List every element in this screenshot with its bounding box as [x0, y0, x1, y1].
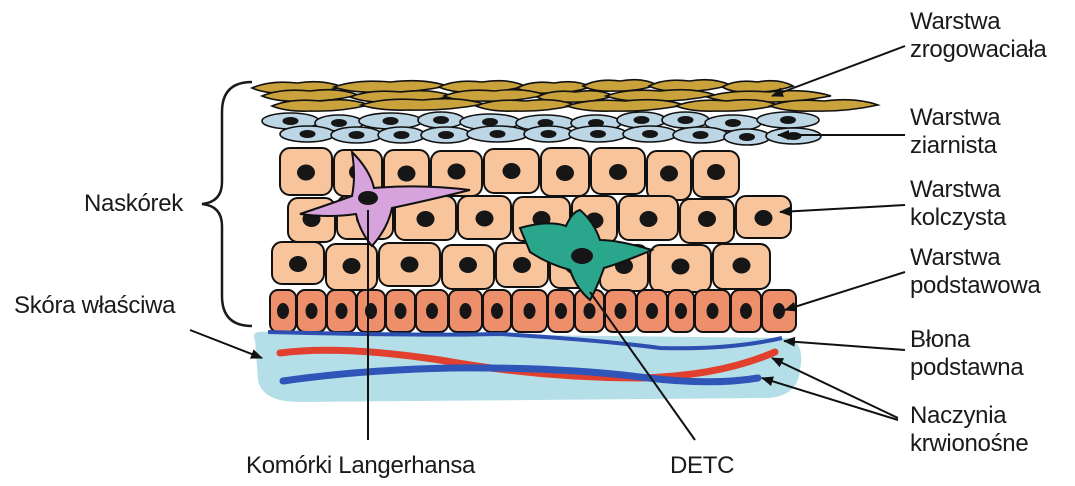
label-langerhans-cells: Komórki Langerhansa	[246, 452, 475, 480]
cell-nucleus	[634, 116, 650, 124]
cell-nucleus	[555, 303, 567, 319]
cell-nucleus	[646, 303, 658, 319]
label-epidermis: Naskórek	[84, 190, 183, 218]
label-blood-vessels: Naczynia krwionośne	[910, 402, 1028, 458]
cell-nucleus	[365, 303, 377, 319]
label-stratum-corneum: Warstwa zrogowaciała	[910, 8, 1046, 64]
cell-nucleus	[541, 130, 557, 138]
cell-nucleus	[306, 303, 318, 319]
cell-nucleus	[336, 303, 348, 319]
corneum-scale	[770, 100, 878, 111]
label-line: podstawna	[910, 354, 1023, 382]
cell-nucleus	[277, 303, 289, 319]
label-line: Warstwa	[910, 104, 1000, 132]
arrow-spinosum	[780, 205, 905, 212]
arrow-basale	[785, 272, 905, 310]
label-line: podstawowa	[910, 272, 1040, 300]
cell-nucleus	[482, 118, 498, 126]
cell-nucleus	[401, 257, 419, 273]
arrow-corneum	[772, 46, 905, 96]
cell-nucleus	[343, 258, 361, 274]
epidermis-brace	[202, 82, 252, 326]
cell-nucleus	[297, 165, 315, 181]
label-dermis: Skóra właściwa	[14, 292, 175, 320]
corneum-scale	[676, 100, 778, 111]
cell-nucleus	[289, 256, 307, 272]
cell-nucleus	[398, 166, 416, 182]
cell-nucleus	[707, 164, 725, 180]
arrow-dermis	[190, 330, 262, 358]
cell-nucleus	[300, 130, 316, 138]
cell-nucleus	[460, 303, 472, 319]
stratum-spinosum-layer	[272, 148, 791, 292]
cell-nucleus	[642, 130, 658, 138]
cell-nucleus	[490, 130, 506, 138]
stratum-granulosum-layer	[262, 112, 821, 145]
cell-nucleus	[740, 303, 752, 319]
cell-nucleus	[675, 303, 687, 319]
arrow-membrane	[784, 341, 905, 350]
corneum-scale	[476, 100, 575, 111]
cell-nucleus	[448, 164, 466, 180]
stratum-corneum-layer	[252, 80, 878, 111]
cell-nucleus	[739, 133, 755, 141]
label-stratum-basale: Warstwa podstawowa	[910, 244, 1040, 300]
cell-nucleus	[733, 258, 751, 274]
label-line: ziarnista	[910, 132, 1000, 160]
cell-nucleus	[615, 303, 627, 319]
cell-nucleus	[609, 164, 627, 180]
label-line: Warstwa	[910, 8, 1046, 36]
corneum-scale	[272, 100, 369, 111]
label-stratum-granulosum: Warstwa ziarnista	[910, 104, 1000, 160]
cell-nucleus	[640, 211, 658, 227]
cell-nucleus	[383, 117, 399, 125]
cell-nucleus	[433, 116, 449, 124]
cell-nucleus	[660, 166, 678, 182]
label-stratum-spinosum: Warstwa kolczysta	[910, 176, 1006, 232]
label-line: Warstwa	[910, 176, 1006, 204]
cell-nucleus	[755, 210, 773, 226]
cell-nucleus	[524, 303, 536, 319]
cell-nucleus	[394, 131, 410, 139]
cell-nucleus	[395, 303, 407, 319]
label-line: zrogowaciała	[910, 36, 1046, 64]
cell-nucleus	[503, 163, 521, 179]
corneum-scale	[361, 99, 484, 110]
cell-nucleus	[438, 131, 454, 139]
cell-nucleus	[426, 303, 438, 319]
cell-nucleus	[417, 211, 435, 227]
cell-nucleus	[707, 303, 719, 319]
cell-nucleus	[698, 211, 716, 227]
cell-nucleus	[693, 131, 709, 139]
cell-nucleus	[584, 303, 596, 319]
cell-nucleus	[672, 259, 690, 275]
cell-nucleus	[725, 119, 741, 127]
corneum-scale	[567, 100, 684, 111]
cell-nucleus	[331, 119, 347, 127]
langerhans-nucleus	[358, 191, 378, 205]
label-line: Warstwa	[910, 244, 1040, 272]
arrow-vessel-blue	[762, 378, 898, 420]
stratum-basale-layer	[270, 290, 796, 332]
label-detc: DETC	[670, 452, 734, 480]
label-line: Naczynia	[910, 402, 1028, 430]
cell-nucleus	[491, 303, 503, 319]
label-line: kolczysta	[910, 204, 1006, 232]
detc-nucleus	[571, 248, 593, 264]
cell-nucleus	[476, 211, 494, 227]
cell-nucleus	[590, 130, 606, 138]
label-basement-membrane: Błona podstawna	[910, 326, 1023, 382]
cell-nucleus	[349, 131, 365, 139]
label-line: krwionośne	[910, 430, 1028, 458]
cell-nucleus	[513, 257, 531, 273]
label-line: Błona	[910, 326, 1023, 354]
cell-nucleus	[459, 257, 477, 273]
cell-nucleus	[773, 303, 785, 319]
cell-nucleus	[678, 116, 694, 124]
cell-nucleus	[556, 165, 574, 181]
cell-nucleus	[780, 116, 796, 124]
cell-nucleus	[283, 117, 299, 125]
